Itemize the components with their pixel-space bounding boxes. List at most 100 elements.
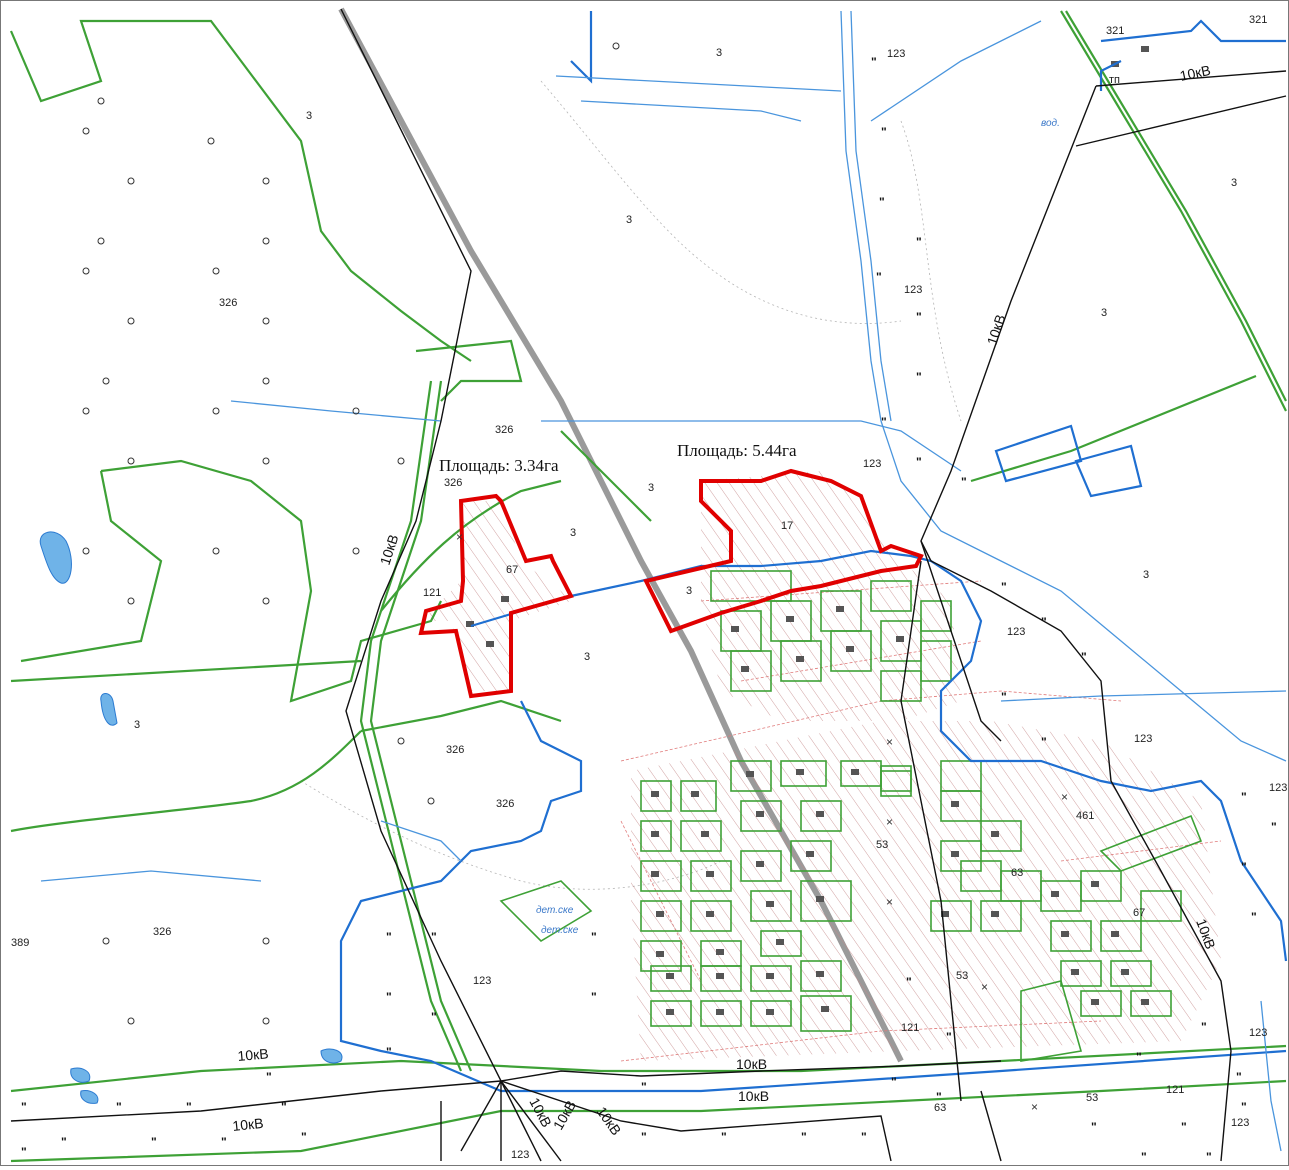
svg-text:": ": [386, 990, 392, 1004]
svg-text:326: 326: [444, 477, 462, 489]
svg-text:": ": [916, 455, 922, 469]
svg-text:": ": [21, 1100, 27, 1114]
svg-text:": ": [1001, 580, 1007, 594]
parcel-east-title: Площадь: 5.44га: [677, 441, 797, 460]
svg-text:": ": [591, 930, 597, 944]
svg-text:": ": [1001, 690, 1007, 704]
svg-text:3: 3: [306, 110, 312, 122]
svg-text:": ": [936, 1090, 942, 1104]
label-tp: тп: [1109, 74, 1120, 86]
svg-text:": ": [386, 1045, 392, 1059]
svg-text:": ": [61, 1135, 67, 1149]
meadow-symbols: [82, 42, 620, 1025]
power-lines: [10, 8, 1287, 1162]
svg-text:": ": [641, 1080, 647, 1094]
svg-text:3: 3: [134, 719, 140, 731]
svg-text:123: 123: [1134, 733, 1152, 745]
svg-text:": ": [1091, 1120, 1097, 1134]
svg-text:": ": [906, 975, 912, 989]
svg-text:123: 123: [904, 284, 922, 296]
svg-text:": ": [386, 930, 392, 944]
svg-text:": ": [281, 1100, 287, 1114]
svg-text:123: 123: [1249, 1027, 1267, 1039]
parcel-west-title: Площадь: 3.34га: [439, 456, 559, 475]
svg-text:": ": [1041, 615, 1047, 629]
svg-text:3: 3: [1143, 569, 1149, 581]
svg-text:3: 3: [648, 482, 654, 494]
power-label-s2: 10кВ: [738, 1088, 769, 1104]
svg-text:": ": [1081, 650, 1087, 664]
svg-text:121: 121: [1166, 1084, 1184, 1096]
svg-text:": ": [641, 1130, 647, 1144]
dirt-road-2: [900, 120, 962, 422]
svg-text:×: ×: [886, 895, 893, 909]
svg-text:3: 3: [584, 651, 590, 663]
svg-text:326: 326: [495, 424, 513, 436]
svg-text:": ": [916, 310, 922, 324]
power-label-ne: 10кВ: [1178, 62, 1212, 84]
power-label-s1: 10кВ: [736, 1056, 767, 1072]
svg-text:×: ×: [981, 980, 988, 994]
svg-text:": ": [591, 990, 597, 1004]
svg-text:": ": [1241, 1100, 1247, 1114]
svg-text:3: 3: [1231, 177, 1237, 189]
svg-text:": ": [186, 1100, 192, 1114]
svg-text:": ": [881, 125, 887, 139]
svg-text:": ": [301, 1130, 307, 1144]
svg-text:3: 3: [686, 585, 692, 597]
svg-text:": ": [801, 1130, 807, 1144]
house-lots: [640, 570, 1182, 1032]
svg-text:": ": [1206, 1150, 1212, 1164]
svg-text:17: 17: [781, 520, 793, 532]
svg-text:63: 63: [1011, 867, 1023, 879]
label-vod: вод.: [1041, 118, 1060, 129]
svg-text:": ": [871, 55, 877, 69]
svg-text:53: 53: [956, 970, 968, 982]
svg-text:389: 389: [11, 937, 29, 949]
svg-text:×: ×: [456, 530, 463, 544]
svg-text:67: 67: [1133, 907, 1145, 919]
svg-text:": ": [1236, 1070, 1242, 1084]
power-label-sw: 10кВ: [237, 1045, 269, 1064]
svg-text:×: ×: [886, 815, 893, 829]
water-features: [39, 10, 1288, 1152]
svg-text:123: 123: [1231, 1117, 1249, 1129]
x-symbols: ×××× ×××: [456, 530, 1068, 1114]
svg-text:3: 3: [716, 47, 722, 59]
svg-text:123: 123: [473, 975, 491, 987]
power-label-e: 10кВ: [984, 312, 1009, 346]
svg-text:326: 326: [219, 297, 237, 309]
svg-text:": ": [879, 195, 885, 209]
svg-text:": ": [1271, 820, 1277, 834]
settlement-hatch: [701, 471, 961, 721]
land-codes: 3 3 123 321 321 3 3 123 3 326 326 326 12…: [11, 14, 1287, 1161]
svg-text:326: 326: [153, 926, 171, 938]
svg-text:53: 53: [876, 839, 888, 851]
settlement-hatch-3: [421, 501, 571, 691]
power-label-s4: 10кВ: [594, 1104, 625, 1139]
power-label-s6: 10кВ: [526, 1095, 555, 1130]
svg-text:": ": [431, 930, 437, 944]
buildings: [466, 46, 1149, 1015]
svg-text:67: 67: [506, 564, 518, 576]
svg-text:461: 461: [1076, 810, 1094, 822]
label-stok1: дет.ске: [536, 905, 574, 916]
svg-text:3: 3: [570, 527, 576, 539]
parcel-west-outline[interactable]: [418, 493, 574, 699]
svg-text:321: 321: [1106, 25, 1124, 37]
vegetation-symbols: """ """ """ """ """ """ """ """ """ """ …: [21, 55, 1277, 1164]
svg-text:": ": [21, 1145, 27, 1159]
svg-text:3: 3: [1101, 307, 1107, 319]
svg-text:": ": [1181, 1120, 1187, 1134]
parcel-east-outline[interactable]: [643, 468, 924, 634]
svg-text:121: 121: [901, 1022, 919, 1034]
svg-text:121: 121: [423, 587, 441, 599]
svg-text:": ": [961, 475, 967, 489]
svg-text:": ": [1241, 790, 1247, 804]
svg-text:": ": [151, 1135, 157, 1149]
svg-text:63: 63: [934, 1102, 946, 1114]
svg-text:": ": [916, 370, 922, 384]
svg-text:": ": [1241, 860, 1247, 874]
